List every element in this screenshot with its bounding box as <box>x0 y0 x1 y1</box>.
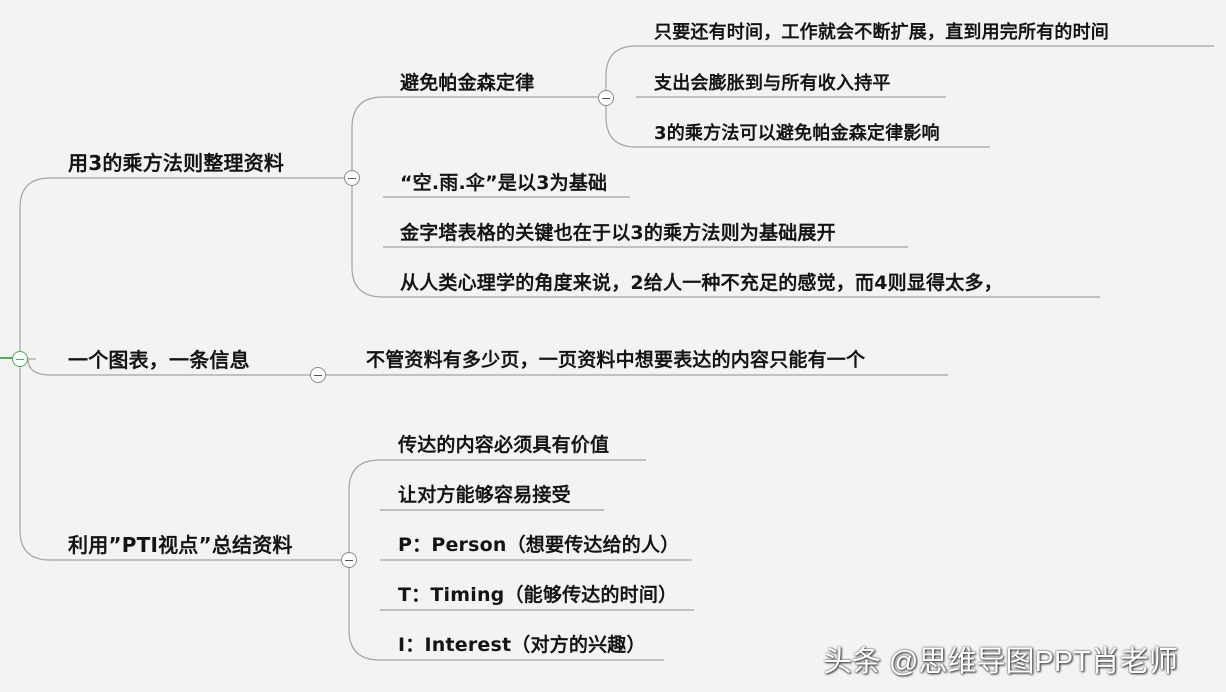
branch-1-subtopic-1-item-3[interactable]: 3的乘方法可以避免帕金森定律影响 <box>654 123 940 144</box>
branch-1-subtopic-1-item-2[interactable]: 支出会膨胀到与所有收入持平 <box>654 73 891 94</box>
branch-1-subtopic-2[interactable]: “空.雨.伞”是以3为基础 <box>400 172 608 194</box>
branch-1-subtopic-4[interactable]: 从人类心理学的角度来说，2给人一种不充足的感觉，而4则显得太多， <box>400 272 1003 294</box>
branch-1-topic[interactable]: 用3的乘方法则整理资料 <box>68 151 285 175</box>
branch-1-collapse-toggle[interactable] <box>344 170 360 186</box>
connector-root-spine <box>19 177 51 561</box>
branch-3-subtopic-1[interactable]: 传达的内容必须具有价值 <box>398 434 610 456</box>
branch-3-topic[interactable]: 利用”PTI视点”总结资料 <box>68 533 293 557</box>
branch-3-subtopic-2[interactable]: 让对方能够容易接受 <box>398 484 571 506</box>
branch-1-subtopic-1-collapse-toggle[interactable] <box>598 90 614 106</box>
root-stub <box>0 357 14 359</box>
branch-2-topic[interactable]: 一个图表，一条信息 <box>68 348 250 372</box>
branch-1-subtopic-1-item-1[interactable]: 只要还有时间，工作就会不断扩展，直到用完所有的时间 <box>654 22 1109 43</box>
connector-root-mid-curve <box>27 358 51 376</box>
watermark-text: 头条 @思维导图PPT肖老师 <box>823 646 1178 678</box>
branch-3-subtopic-3[interactable]: P：Person（想要传达给的人） <box>398 534 680 556</box>
connector-branch1-spine <box>351 96 384 298</box>
branch-3-subtopic-4[interactable]: T：Timing（能够传达的时间） <box>398 584 678 606</box>
branch-2-collapse-toggle[interactable] <box>310 367 326 383</box>
branch-1-subtopic-3[interactable]: 金字塔表格的关键也在于以3的乘方法则为基础展开 <box>400 222 836 244</box>
branch-3-collapse-toggle[interactable] <box>341 552 357 568</box>
branch-3-subtopic-5[interactable]: I：Interest（对方的兴趣） <box>398 634 646 656</box>
branch-2-subtopic-1[interactable]: 不管资料有多少页，一页资料中想要表达的内容只能有一个 <box>366 349 866 371</box>
branch-1-subtopic-1[interactable]: 避免帕金森定律 <box>400 72 535 94</box>
root-collapse-toggle[interactable] <box>12 351 28 367</box>
